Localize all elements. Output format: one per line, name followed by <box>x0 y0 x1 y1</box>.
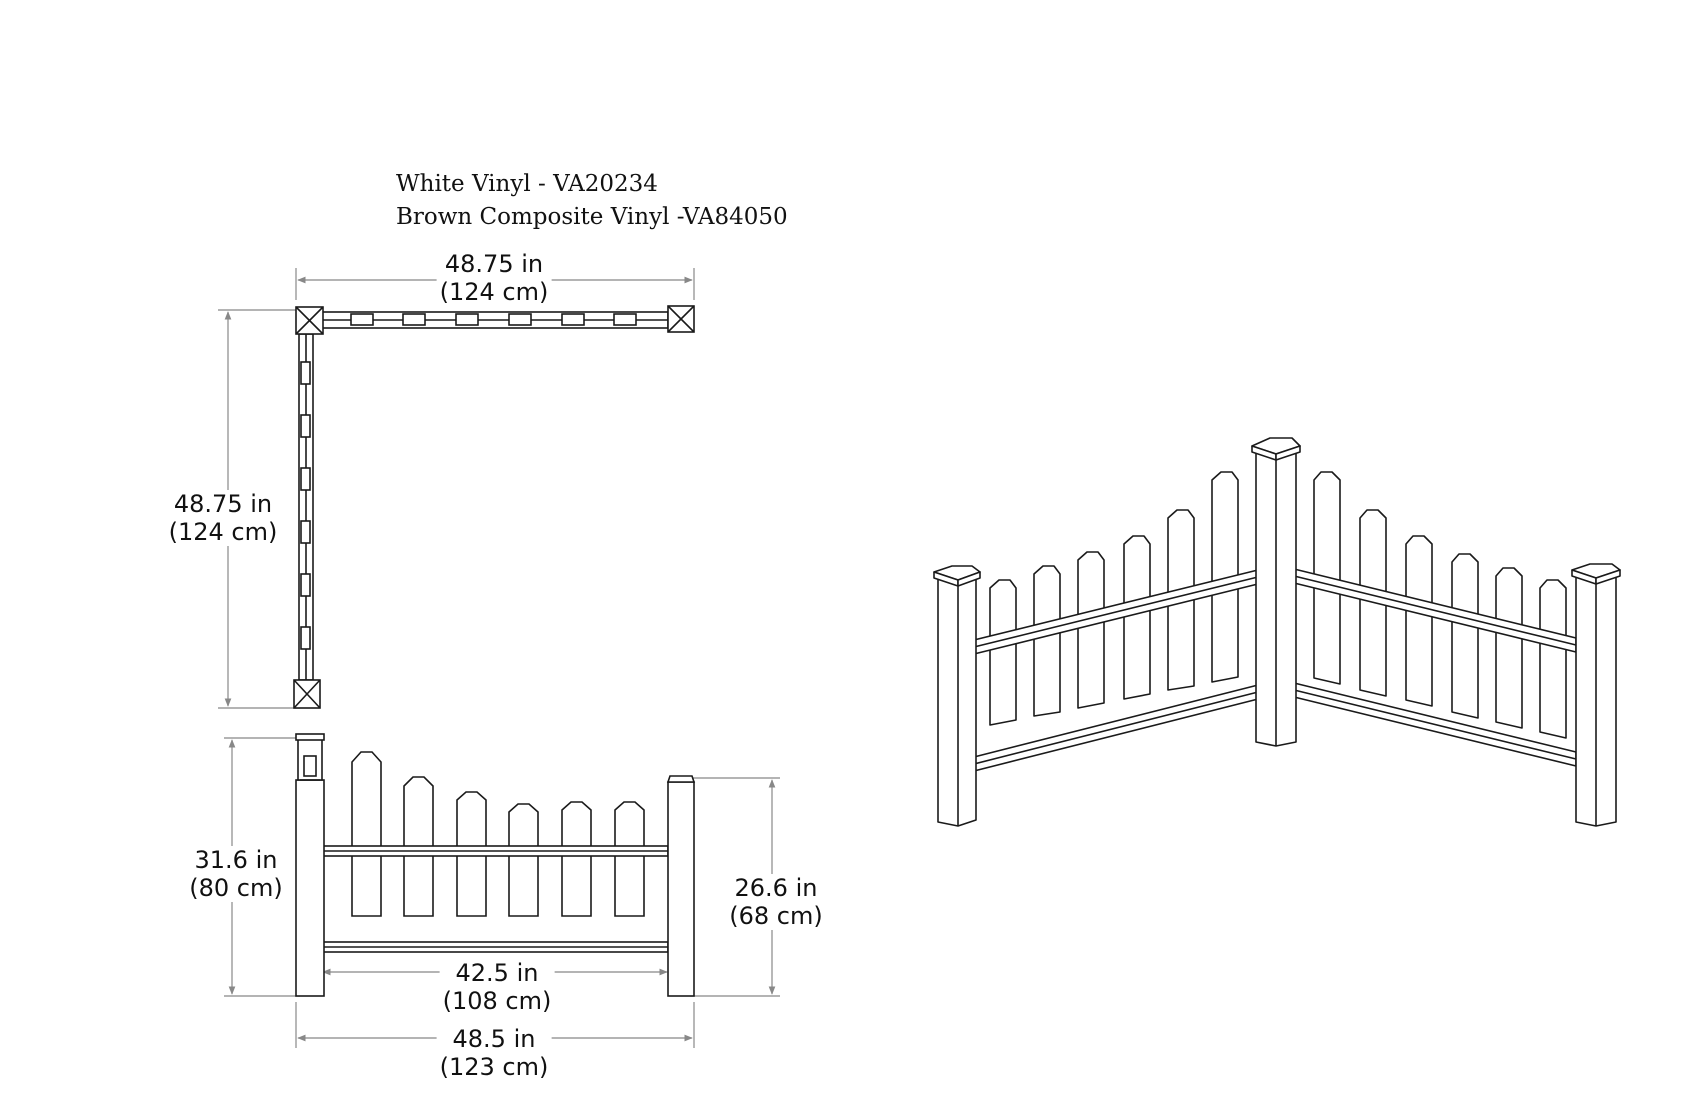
dim-label-rail-length: 42.5 in (108 cm) <box>439 959 555 1015</box>
title-brown-composite: Brown Composite Vinyl -VA84050 <box>396 204 788 230</box>
dim-label-overall-height: 31.6 in (80 cm) <box>186 846 286 902</box>
plan-post-bottom <box>293 679 321 709</box>
elevation-pickets <box>351 751 645 917</box>
plan-pickets-horizontal <box>350 313 637 326</box>
product-title: White Vinyl - VA20234 Brown Composite Vi… <box>396 168 788 234</box>
front-elevation <box>224 733 780 1048</box>
title-white-vinyl: White Vinyl - VA20234 <box>396 171 658 197</box>
perspective-view <box>933 437 1621 827</box>
elevation-post-right <box>666 775 696 997</box>
perspective-post-right <box>1571 563 1621 827</box>
dim-label-end-height: 26.6 in (68 cm) <box>726 874 826 930</box>
elevation-post-left <box>295 733 325 997</box>
plan-post-corner <box>295 306 324 335</box>
perspective-post-center <box>1251 437 1301 747</box>
dim-label-side-length: 48.75 in (124 cm) <box>165 490 281 546</box>
perspective-post-left <box>933 565 981 827</box>
dim-label-overall-width: 48.5 in (123 cm) <box>436 1025 552 1081</box>
plan-post-right <box>667 305 695 333</box>
dim-label-top-width: 48.75 in (124 cm) <box>436 250 552 306</box>
plan-view <box>218 268 695 709</box>
plan-pickets-vertical <box>300 361 311 650</box>
